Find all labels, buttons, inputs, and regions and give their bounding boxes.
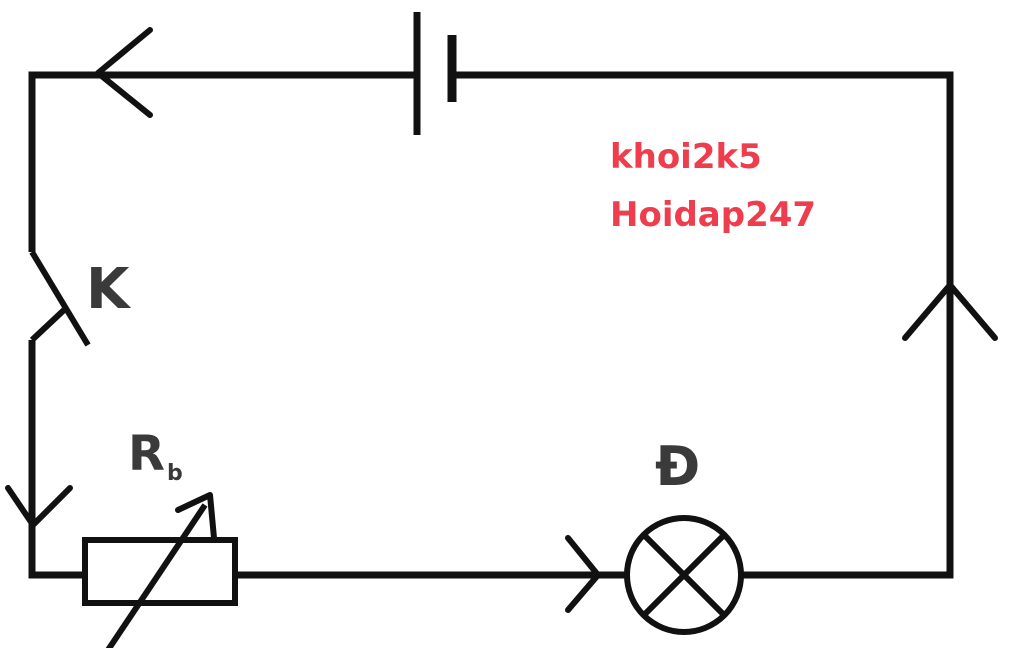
arrow-down-icon <box>5 485 73 528</box>
rheostat-arrow-shaft <box>105 503 208 648</box>
lamp-circle <box>624 515 744 635</box>
watermark-line-2: Hoidap247 <box>610 195 816 235</box>
rheostat-label: R <box>128 426 165 482</box>
current-arrows <box>5 27 998 613</box>
arrow-right-icon <box>565 535 601 613</box>
rheostat-body <box>82 537 238 606</box>
wires <box>28 71 954 579</box>
battery <box>413 12 457 135</box>
rheostat-arrow-head <box>175 492 217 541</box>
rheostat <box>82 492 238 648</box>
lamp <box>624 515 744 635</box>
wire-left-lower <box>28 340 85 579</box>
lamp-cross-2 <box>641 532 727 618</box>
switch-k <box>29 250 91 347</box>
wire-top-right <box>452 71 954 579</box>
arrow-left-icon <box>95 27 153 118</box>
wire-top-left <box>28 71 417 252</box>
lamp-label: Đ <box>655 435 700 498</box>
switch-label: K <box>86 257 132 322</box>
switch-contact <box>29 307 67 343</box>
rheostat-label-subscript: b <box>167 461 183 486</box>
switch-blade <box>29 250 91 347</box>
arrow-up-icon <box>902 282 998 341</box>
watermark-line-1: khoi2k5 <box>610 137 762 177</box>
